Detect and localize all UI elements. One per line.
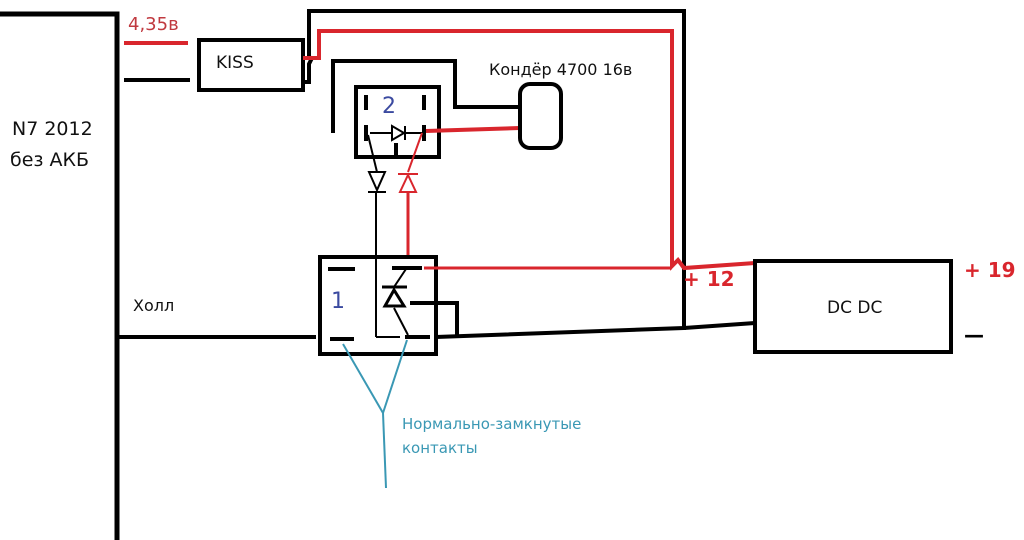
- positive-bus-wire: [303, 29, 756, 271]
- capacitor-body: [518, 82, 563, 150]
- phone-label-line1: N7 2012: [12, 118, 93, 140]
- dcdc-converter: DC DC: [753, 259, 953, 354]
- plus-19-label: + 19: [964, 258, 1016, 282]
- diode-black: [367, 134, 387, 305]
- relay-2: 2: [354, 85, 441, 159]
- kiss-box: [197, 38, 305, 92]
- kiss-module: KISS: [197, 38, 305, 92]
- phone-block: N7 2012 без АКБ: [0, 11, 120, 540]
- diode-icon: [367, 171, 387, 193]
- capacitor-ground-wire: [331, 59, 520, 133]
- hall-label: Холл: [133, 296, 174, 315]
- capacitor-label: Кондёр 4700 16в: [489, 60, 632, 79]
- dcdc-box: [753, 259, 953, 354]
- minus-label: —: [964, 323, 984, 347]
- ground-wire-dcdc: [435, 321, 756, 339]
- nc-contacts-label-line1: Нормально-замкнутые: [402, 415, 581, 433]
- zener-diode-icon: [382, 287, 407, 308]
- voltage-in-label: 4,35в: [128, 14, 179, 35]
- nc-contacts-pointer: [342, 339, 408, 489]
- relay-1-number: 1: [331, 289, 345, 314]
- plus-12-label: + 12: [683, 267, 735, 291]
- kiss-label: KISS: [216, 53, 254, 73]
- phone-label-line2: без АКБ: [10, 149, 89, 171]
- diode-icon: [398, 172, 418, 193]
- relay-2-number: 2: [382, 94, 396, 119]
- capacitor-positive-wire: [425, 126, 521, 133]
- relay-1: 1: [318, 255, 459, 356]
- capacitor: Кондёр 4700 16в: [331, 59, 632, 150]
- diode-icon: [391, 124, 406, 142]
- dcdc-label: DC DC: [827, 298, 882, 318]
- nc-contacts-label-line2: контакты: [402, 439, 478, 457]
- phone-outline: [0, 11, 120, 540]
